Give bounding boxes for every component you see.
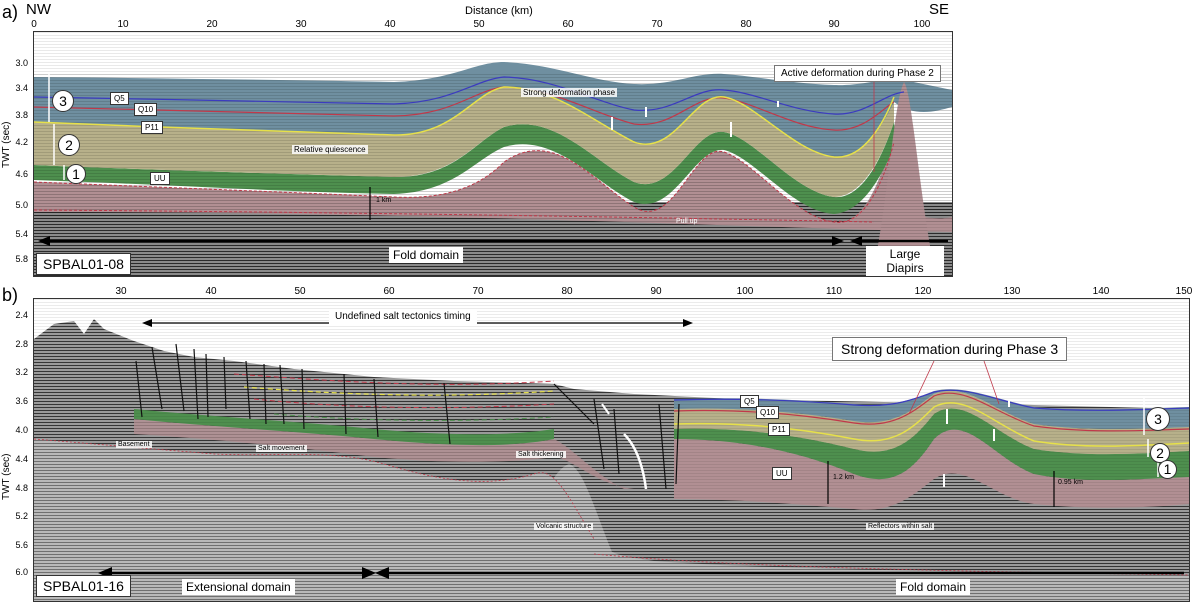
direction-nw: NW <box>26 1 51 18</box>
x-tick: 90 <box>650 286 662 297</box>
unit-3-marker-b: 3 <box>1146 407 1170 431</box>
volcanic-structure-label: Volcanic structure <box>534 523 594 530</box>
unit-2-marker: 2 <box>58 134 80 156</box>
x-tick: 130 <box>1003 286 1021 297</box>
profile-name-b: SPBAL01-16 <box>36 575 131 597</box>
pull-up-label: Pull up <box>676 218 698 225</box>
unit-3-marker: 3 <box>52 90 74 112</box>
phase3-callout: Strong deformation during Phase 3 <box>832 337 1068 361</box>
x-tick: 90 <box>828 19 840 30</box>
y-tick: 4.0 <box>15 425 28 435</box>
unit-1-marker: 1 <box>66 164 86 184</box>
y-tick: 3.4 <box>15 83 28 93</box>
horizon-label-p11-b: P11 <box>768 423 790 436</box>
y-tick: 4.2 <box>15 137 28 147</box>
reflectors-label: Reflectors within salt <box>866 523 935 530</box>
fold-domain-label-b: Fold domain <box>896 579 971 595</box>
y-tick: 5.8 <box>15 254 28 264</box>
horizon-label-q5-b: Q5 <box>740 395 759 408</box>
y-tick: 3.6 <box>15 396 28 406</box>
y-tick: 4.8 <box>15 483 28 493</box>
thickness-0-95km-label: 0.95 km <box>1058 479 1083 486</box>
seismic-section-a: Q5 Q10 P11 UU 3 2 1 Active deformation d… <box>33 31 953 277</box>
y-tick: 3.2 <box>15 367 28 377</box>
x-tick: 60 <box>383 286 395 297</box>
x-tick: 150 <box>1175 286 1193 297</box>
horizon-label-uu-b: UU <box>772 467 792 480</box>
undefined-timing-label: Undefined salt tectonics timing <box>329 309 477 324</box>
x-tick: 100 <box>913 19 931 30</box>
x-tick: 10 <box>117 19 129 30</box>
extensional-domain-label: Extensional domain <box>182 579 295 595</box>
x-axis-title-a: Distance (km) <box>465 5 533 17</box>
y-tick: 4.4 <box>15 454 28 464</box>
basement-label: Basement <box>116 441 152 448</box>
x-tick: 40 <box>384 19 396 30</box>
salt-movement-label: Salt movement <box>256 445 307 452</box>
x-tick: 70 <box>651 19 663 30</box>
x-tick: 80 <box>740 19 752 30</box>
x-tick: 30 <box>295 19 307 30</box>
horizon-label-q10-b: Q10 <box>756 406 780 419</box>
x-tick: 60 <box>562 19 574 30</box>
x-tick: 70 <box>472 286 484 297</box>
y-tick: 5.0 <box>15 200 28 210</box>
y-tick: 5.2 <box>15 511 28 521</box>
y-axis-title-a: TWT (sec) <box>1 121 12 168</box>
fold-domain-label-a: Fold domain <box>389 247 464 263</box>
y-tick: 6.0 <box>15 567 28 577</box>
x-tick: 120 <box>914 286 932 297</box>
y-tick: 3.0 <box>15 58 28 68</box>
x-tick: 110 <box>826 286 842 297</box>
horizon-label-uu: UU <box>150 172 170 185</box>
y-tick: 5.6 <box>15 540 28 550</box>
y-tick: 3.8 <box>15 110 28 120</box>
x-tick: 100 <box>736 286 754 297</box>
panel-a-letter: a) <box>2 2 19 22</box>
y-tick: 2.4 <box>15 310 28 320</box>
panel-b-letter: b) <box>2 285 19 305</box>
x-tick: 80 <box>561 286 573 297</box>
x-tick: 30 <box>115 286 127 297</box>
x-tick: 50 <box>294 286 306 297</box>
salt-thickening-label: Salt thickening <box>516 451 566 458</box>
x-tick: 40 <box>205 286 217 297</box>
strong-deformation-label: Strong deformation phase <box>521 88 618 97</box>
thickness-1-2km-label: 1.2 km <box>833 474 855 481</box>
direction-se: SE <box>929 1 950 18</box>
x-tick: 0 <box>31 19 37 30</box>
y-tick: 5.4 <box>15 229 28 239</box>
horizon-label-q10: Q10 <box>134 103 158 116</box>
y-tick: 2.8 <box>15 339 28 349</box>
active-deformation-callout: Active deformation during Phase 2 <box>774 65 941 82</box>
y-axis-title-b: TWT (sec) <box>1 453 12 500</box>
seismic-section-b: Undefined salt tectonics timing Strong d… <box>33 298 1190 602</box>
horizon-label-p11: P11 <box>141 121 163 134</box>
x-tick: 140 <box>1092 286 1110 297</box>
large-diapirs-domain-label: Large Diapirs domain <box>866 246 944 276</box>
x-tick: 50 <box>473 19 485 30</box>
thickness-1km-label: 1 km <box>376 197 392 204</box>
y-tick: 4.6 <box>15 169 28 179</box>
x-tick: 20 <box>206 19 218 30</box>
profile-name-a: SPBAL01-08 <box>36 253 131 275</box>
unit-1-marker-b: 1 <box>1158 460 1177 479</box>
horizon-label-q5: Q5 <box>110 92 129 105</box>
quiescence-label: Relative quiescence <box>292 145 368 154</box>
seismic-image-b <box>34 299 1189 601</box>
